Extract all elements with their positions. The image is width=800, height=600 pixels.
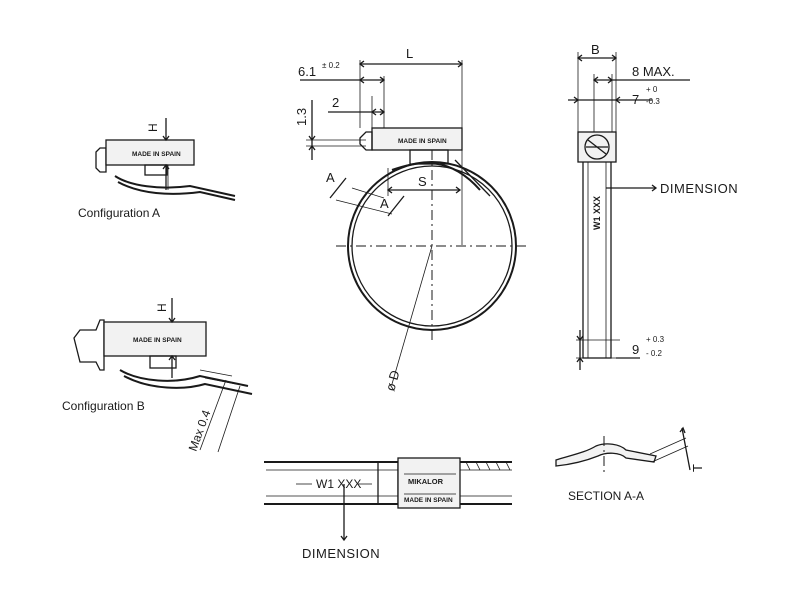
dim-2: 2 <box>332 95 339 110</box>
configuration-b-view: MADE IN SPAIN H Max 0.4 Configuration B <box>62 298 253 453</box>
dim-diameter-d: ø D <box>382 369 402 393</box>
dim-7-tol-dn: -0.3 <box>646 97 660 106</box>
label-configuration-a: Configuration A <box>78 206 160 220</box>
dim-7: 7 <box>632 92 639 107</box>
dim-6-1: 6.1 <box>298 64 316 79</box>
dim-8-max: 8 MAX. <box>632 64 675 79</box>
clamp-strip-view: MIKALOR MADE IN SPAIN W1 XXX DIMENSION <box>264 457 512 561</box>
configuration-a-view: MADE IN SPAIN H Configuration A <box>78 118 236 220</box>
dim-l: L <box>406 46 413 61</box>
stamp-w1-side: W1 XXX <box>592 196 602 230</box>
dim-1-3: 1.3 <box>294 108 309 126</box>
dim-h-b: H <box>155 303 169 312</box>
dim-h-a: H <box>146 123 160 132</box>
clamp-side-view: W1 XXX B 8 MAX. 7 + 0 -0.3 DIMENSION 9 +… <box>568 42 738 370</box>
dim-9-tol-dn: - 0.2 <box>646 349 663 358</box>
stamp-w1-strip: W1 XXX <box>316 477 361 491</box>
section-mark-a-right: A <box>380 196 389 211</box>
stamp-made-in-spain-main: MADE IN SPAIN <box>398 138 447 145</box>
label-section-a-a: SECTION A-A <box>568 489 644 503</box>
dim-max-0-4: Max 0.4 <box>186 408 214 453</box>
dim-b: B <box>591 42 600 57</box>
section-mark-a-left: A <box>326 170 335 185</box>
dim-6-1-tol: ± 0.2 <box>322 61 340 70</box>
stamp-mikalor: MIKALOR <box>408 477 444 486</box>
dim-t: T <box>690 464 705 472</box>
clamp-front-view: MADE IN SPAIN L 6.1 ± 0.2 2 1.3 <box>294 46 528 393</box>
stamp-made-in-spain-a: MADE IN SPAIN <box>132 151 181 158</box>
dim-9: 9 <box>632 342 639 357</box>
stamp-made-in-spain-strip: MADE IN SPAIN <box>404 497 453 504</box>
label-configuration-b: Configuration B <box>62 399 145 413</box>
label-dimension-side: DIMENSION <box>660 181 738 196</box>
dim-7-tol-up: + 0 <box>646 85 658 94</box>
label-dimension-strip: DIMENSION <box>302 546 380 561</box>
dim-s: S <box>418 174 427 189</box>
dim-9-tol-up: + 0.3 <box>646 335 665 344</box>
stamp-made-in-spain-b: MADE IN SPAIN <box>133 337 182 344</box>
section-a-a-view: T SECTION A-A <box>555 426 705 503</box>
